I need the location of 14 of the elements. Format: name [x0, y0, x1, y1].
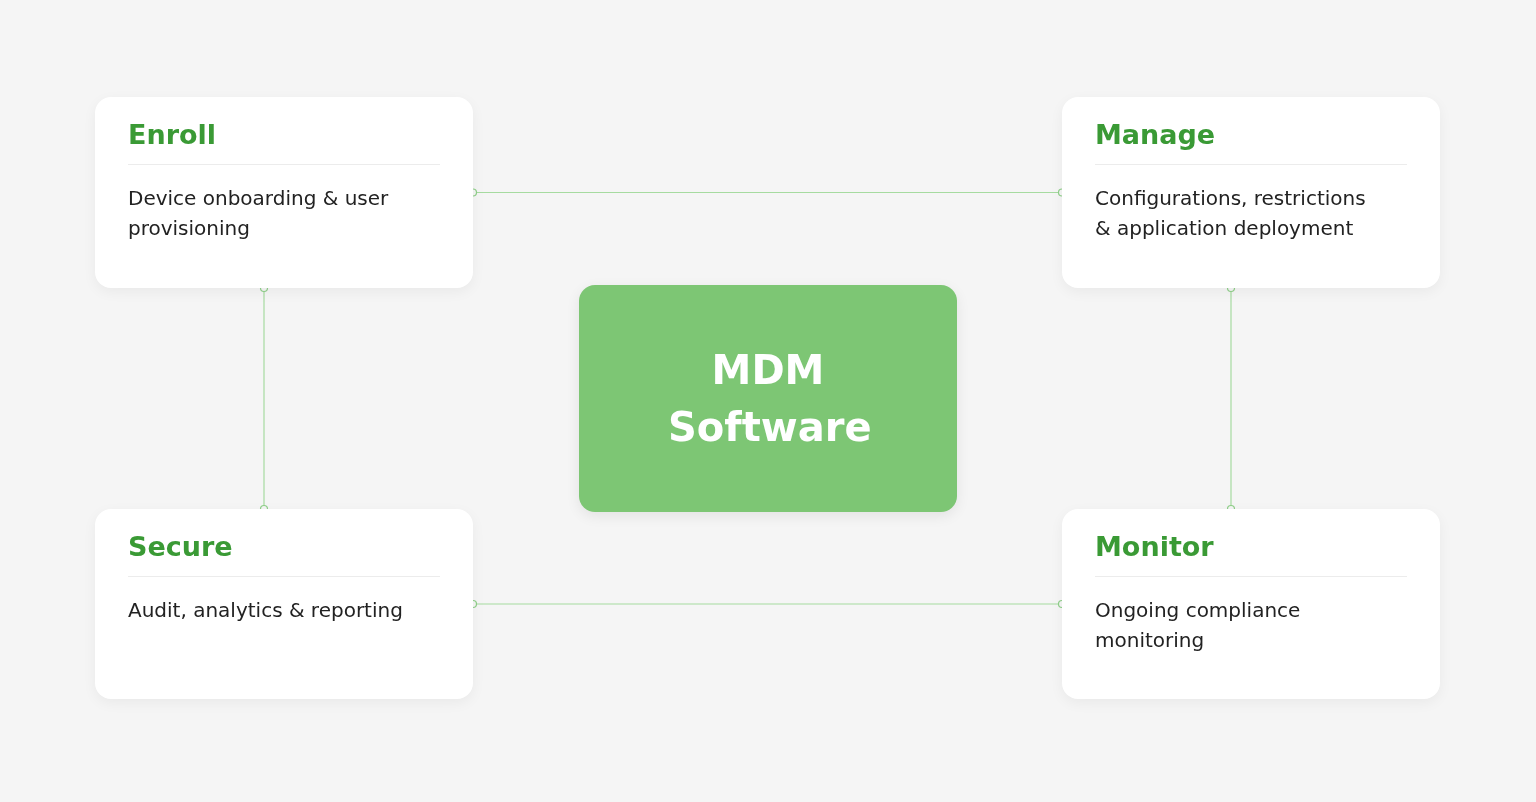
card-title: Manage [1095, 119, 1407, 165]
card-description: Device onboarding & user provisioning [128, 185, 390, 242]
central-title: MDM Software [668, 345, 868, 452]
card [1062, 509, 1440, 699]
card-description: Audit, analytics & reporting [128, 597, 404, 624]
card-description: Configurations, restrictions & application deployment [1095, 185, 1367, 242]
card [1062, 97, 1440, 288]
central-box [579, 285, 957, 512]
card [95, 509, 473, 699]
card-title: Secure [128, 531, 440, 577]
card-title: Enroll [128, 119, 440, 165]
card-title: Monitor [1095, 531, 1407, 577]
card [95, 97, 473, 288]
card-description: Ongoing compliance monitoring [1095, 597, 1302, 654]
